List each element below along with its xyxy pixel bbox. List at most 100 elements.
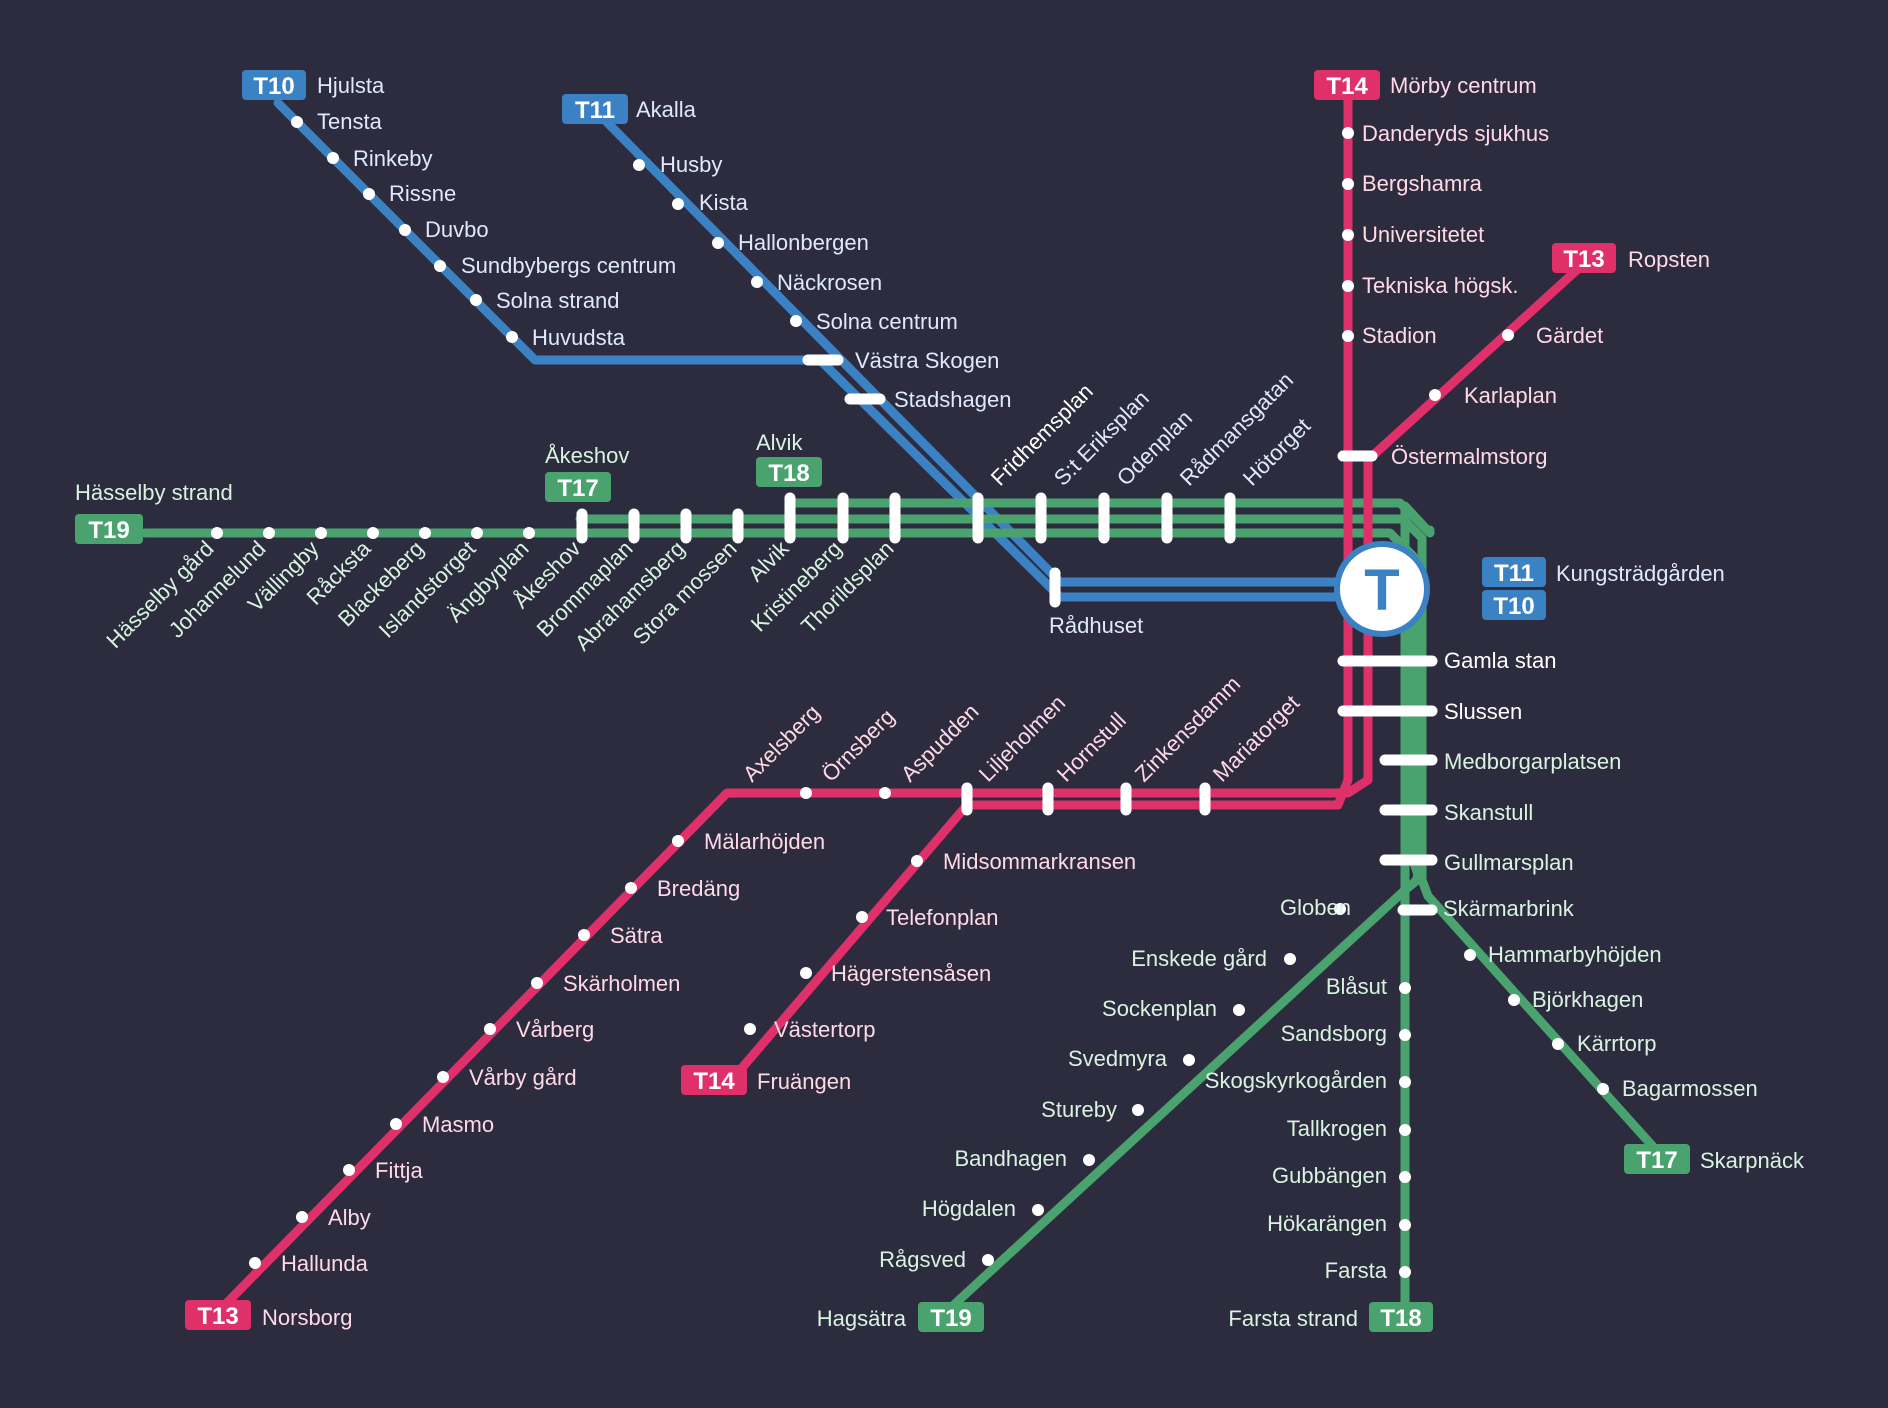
station-tekniska-hogsk[interactable]: Tekniska högsk. [1362, 273, 1519, 298]
station-dot [1399, 1124, 1411, 1136]
station-husby[interactable]: Husby [660, 152, 722, 177]
station-kungstradgarden[interactable]: Kungsträdgården [1556, 561, 1725, 586]
station-morby-centrum[interactable]: Mörby centrum [1390, 73, 1537, 98]
station-hogdalen[interactable]: Högdalen [922, 1196, 1016, 1221]
badge-t14-top[interactable]: T14 [1314, 70, 1380, 100]
badge-t19-left[interactable]: T19 [75, 514, 143, 544]
station-farsta[interactable]: Farsta [1325, 1258, 1388, 1283]
station-norsborg[interactable]: Norsborg [262, 1305, 352, 1330]
station-universitetet[interactable]: Universitetet [1362, 222, 1484, 247]
station-radhuset[interactable]: Rådhuset [1049, 613, 1143, 638]
station-ropsten[interactable]: Ropsten [1628, 247, 1710, 272]
station-dot [1464, 949, 1476, 961]
station-bredang[interactable]: Bredäng [657, 876, 740, 901]
badge-t13-bottom[interactable]: T13 [185, 1300, 251, 1330]
station-stadshagen[interactable]: Stadshagen [894, 387, 1011, 412]
badge-t14-bottom[interactable]: T14 [681, 1065, 747, 1095]
station-stureby[interactable]: Stureby [1041, 1097, 1117, 1122]
station-danderyds-sjukhus[interactable]: Danderyds sjukhus [1362, 121, 1549, 146]
station-tensta[interactable]: Tensta [317, 109, 383, 134]
badge-t11-top[interactable]: T11 [562, 94, 628, 124]
badge-t19-bottom[interactable]: T19 [918, 1302, 984, 1332]
station-ostermalmstorg[interactable]: Östermalmstorg [1391, 444, 1547, 469]
station-varby-gard[interactable]: Vårby gård [469, 1065, 577, 1090]
station-duvbo[interactable]: Duvbo [425, 217, 489, 242]
station-blasut[interactable]: Blåsut [1326, 974, 1387, 999]
station-enskede-gard[interactable]: Enskede gård [1131, 946, 1267, 971]
station-kista[interactable]: Kista [699, 190, 749, 215]
station-dot [1342, 280, 1354, 292]
station-sundbybergs-centrum[interactable]: Sundbybergs centrum [461, 253, 676, 278]
station-farsta-strand[interactable]: Farsta strand [1228, 1306, 1358, 1331]
station-dot [367, 527, 379, 539]
station-hokarangen[interactable]: Hökarängen [1267, 1211, 1387, 1236]
station-gardet[interactable]: Gärdet [1536, 323, 1603, 348]
station-hagerstensasen[interactable]: Hägerstensåsen [831, 961, 991, 986]
station-karrtorp[interactable]: Kärrtorp [1577, 1031, 1656, 1056]
station-hallunda[interactable]: Hallunda [281, 1251, 369, 1276]
station-varberg[interactable]: Vårberg [516, 1017, 594, 1042]
station-skarpnack[interactable]: Skarpnäck [1700, 1148, 1805, 1173]
station-satra[interactable]: Sätra [610, 923, 663, 948]
badge-label: T17 [1636, 1147, 1677, 1174]
badge-t11-right[interactable]: T11 [1482, 557, 1546, 587]
station-alby[interactable]: Alby [328, 1205, 371, 1230]
station-stadion[interactable]: Stadion [1362, 323, 1437, 348]
badge-t10-right[interactable]: T10 [1482, 590, 1546, 620]
badge-t17-bottom[interactable]: T17 [1624, 1144, 1690, 1174]
badge-t18-top[interactable]: T18 [756, 457, 822, 487]
station-hagsatra[interactable]: Hagsätra [817, 1306, 907, 1331]
station-fittja[interactable]: Fittja [375, 1158, 423, 1183]
station-tallkrogen[interactable]: Tallkrogen [1287, 1116, 1387, 1141]
station-telefonplan[interactable]: Telefonplan [886, 905, 999, 930]
station-slussen[interactable]: Slussen [1444, 699, 1522, 724]
station-hammarbyhojden[interactable]: Hammarbyhöjden [1488, 942, 1662, 967]
station-sockenplan[interactable]: Sockenplan [1102, 996, 1217, 1021]
station-masmo[interactable]: Masmo [422, 1112, 494, 1137]
station-skarholmen[interactable]: Skärholmen [563, 971, 680, 996]
station-ragsved[interactable]: Rågsved [879, 1247, 966, 1272]
station-dots [211, 116, 1609, 1278]
station-akalla[interactable]: Akalla [636, 97, 697, 122]
station-hasselby-strand[interactable]: Hässelby strand [75, 480, 233, 505]
station-skarmarbrink[interactable]: Skärmarbrink [1443, 896, 1575, 921]
station-akeshov-top[interactable]: Åkeshov [545, 443, 629, 468]
station-skogskyrkogarden[interactable]: Skogskyrkogården [1205, 1068, 1387, 1093]
station-gamla-stan[interactable]: Gamla stan [1444, 648, 1557, 673]
station-alvik-top[interactable]: Alvik [756, 430, 803, 455]
station-globen[interactable]: Globen [1280, 895, 1351, 920]
station-bjorkhagen[interactable]: Björkhagen [1532, 987, 1643, 1012]
station-solna-centrum[interactable]: Solna centrum [816, 309, 958, 334]
station-bagarmossen[interactable]: Bagarmossen [1622, 1076, 1758, 1101]
station-solna-strand[interactable]: Solna strand [496, 288, 620, 313]
station-midsommarkransen[interactable]: Midsommarkransen [943, 849, 1136, 874]
station-bergshamra[interactable]: Bergshamra [1362, 171, 1483, 196]
station-nackrosen[interactable]: Näckrosen [777, 270, 882, 295]
station-karlaplan[interactable]: Karlaplan [1464, 383, 1557, 408]
station-gubbangen[interactable]: Gubbängen [1272, 1163, 1387, 1188]
station-malarhojden[interactable]: Mälarhöjden [704, 829, 825, 854]
badge-t17-top[interactable]: T17 [545, 472, 611, 502]
station-medborgarplatsen[interactable]: Medborgarplatsen [1444, 749, 1621, 774]
station-vastertorp[interactable]: Västertorp [774, 1017, 876, 1042]
station-bandhagen[interactable]: Bandhagen [954, 1146, 1067, 1171]
badge-t18-bottom[interactable]: T18 [1369, 1302, 1433, 1332]
station-huvudsta[interactable]: Huvudsta [532, 325, 626, 350]
station-hallonbergen[interactable]: Hallonbergen [738, 230, 869, 255]
t-centralen-icon[interactable]: T [1334, 541, 1430, 637]
station-dot [633, 159, 645, 171]
badge-t10-top[interactable]: T10 [242, 70, 306, 100]
station-svedmyra[interactable]: Svedmyra [1068, 1046, 1168, 1071]
badge-label: T11 [575, 97, 615, 124]
badge-t13-top[interactable]: T13 [1552, 243, 1616, 273]
station-vastra-skogen[interactable]: Västra Skogen [855, 348, 999, 373]
station-fruangen[interactable]: Fruängen [757, 1069, 851, 1094]
station-rissne[interactable]: Rissne [389, 181, 456, 206]
station-sandsborg[interactable]: Sandsborg [1281, 1021, 1387, 1046]
station-dot [1552, 1038, 1564, 1050]
badge-label: T19 [88, 517, 129, 544]
station-skanstull[interactable]: Skanstull [1444, 800, 1533, 825]
station-hjulsta[interactable]: Hjulsta [317, 73, 385, 98]
station-gullmarsplan[interactable]: Gullmarsplan [1444, 850, 1574, 875]
station-rinkeby[interactable]: Rinkeby [353, 146, 432, 171]
